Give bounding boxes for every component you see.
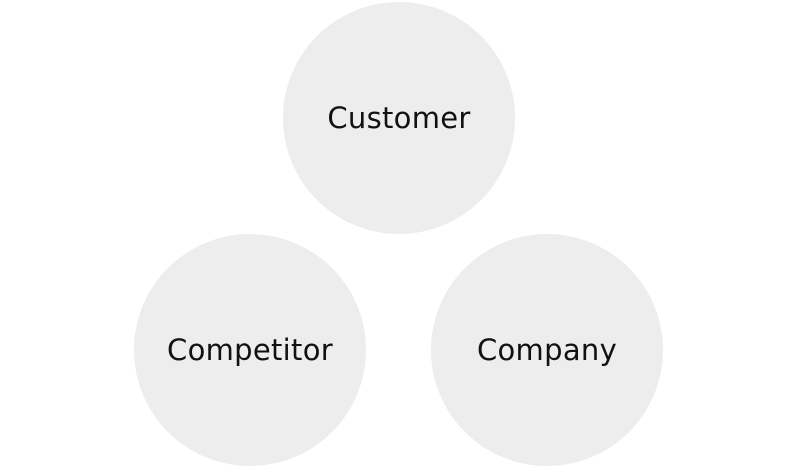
competitor-circle: Competitor — [134, 234, 366, 466]
company-circle: Company — [431, 234, 663, 466]
company-label: Company — [476, 333, 618, 367]
customer-label: Customer — [327, 101, 471, 135]
customer-circle: Customer — [283, 2, 515, 234]
competitor-label: Competitor — [167, 333, 333, 367]
